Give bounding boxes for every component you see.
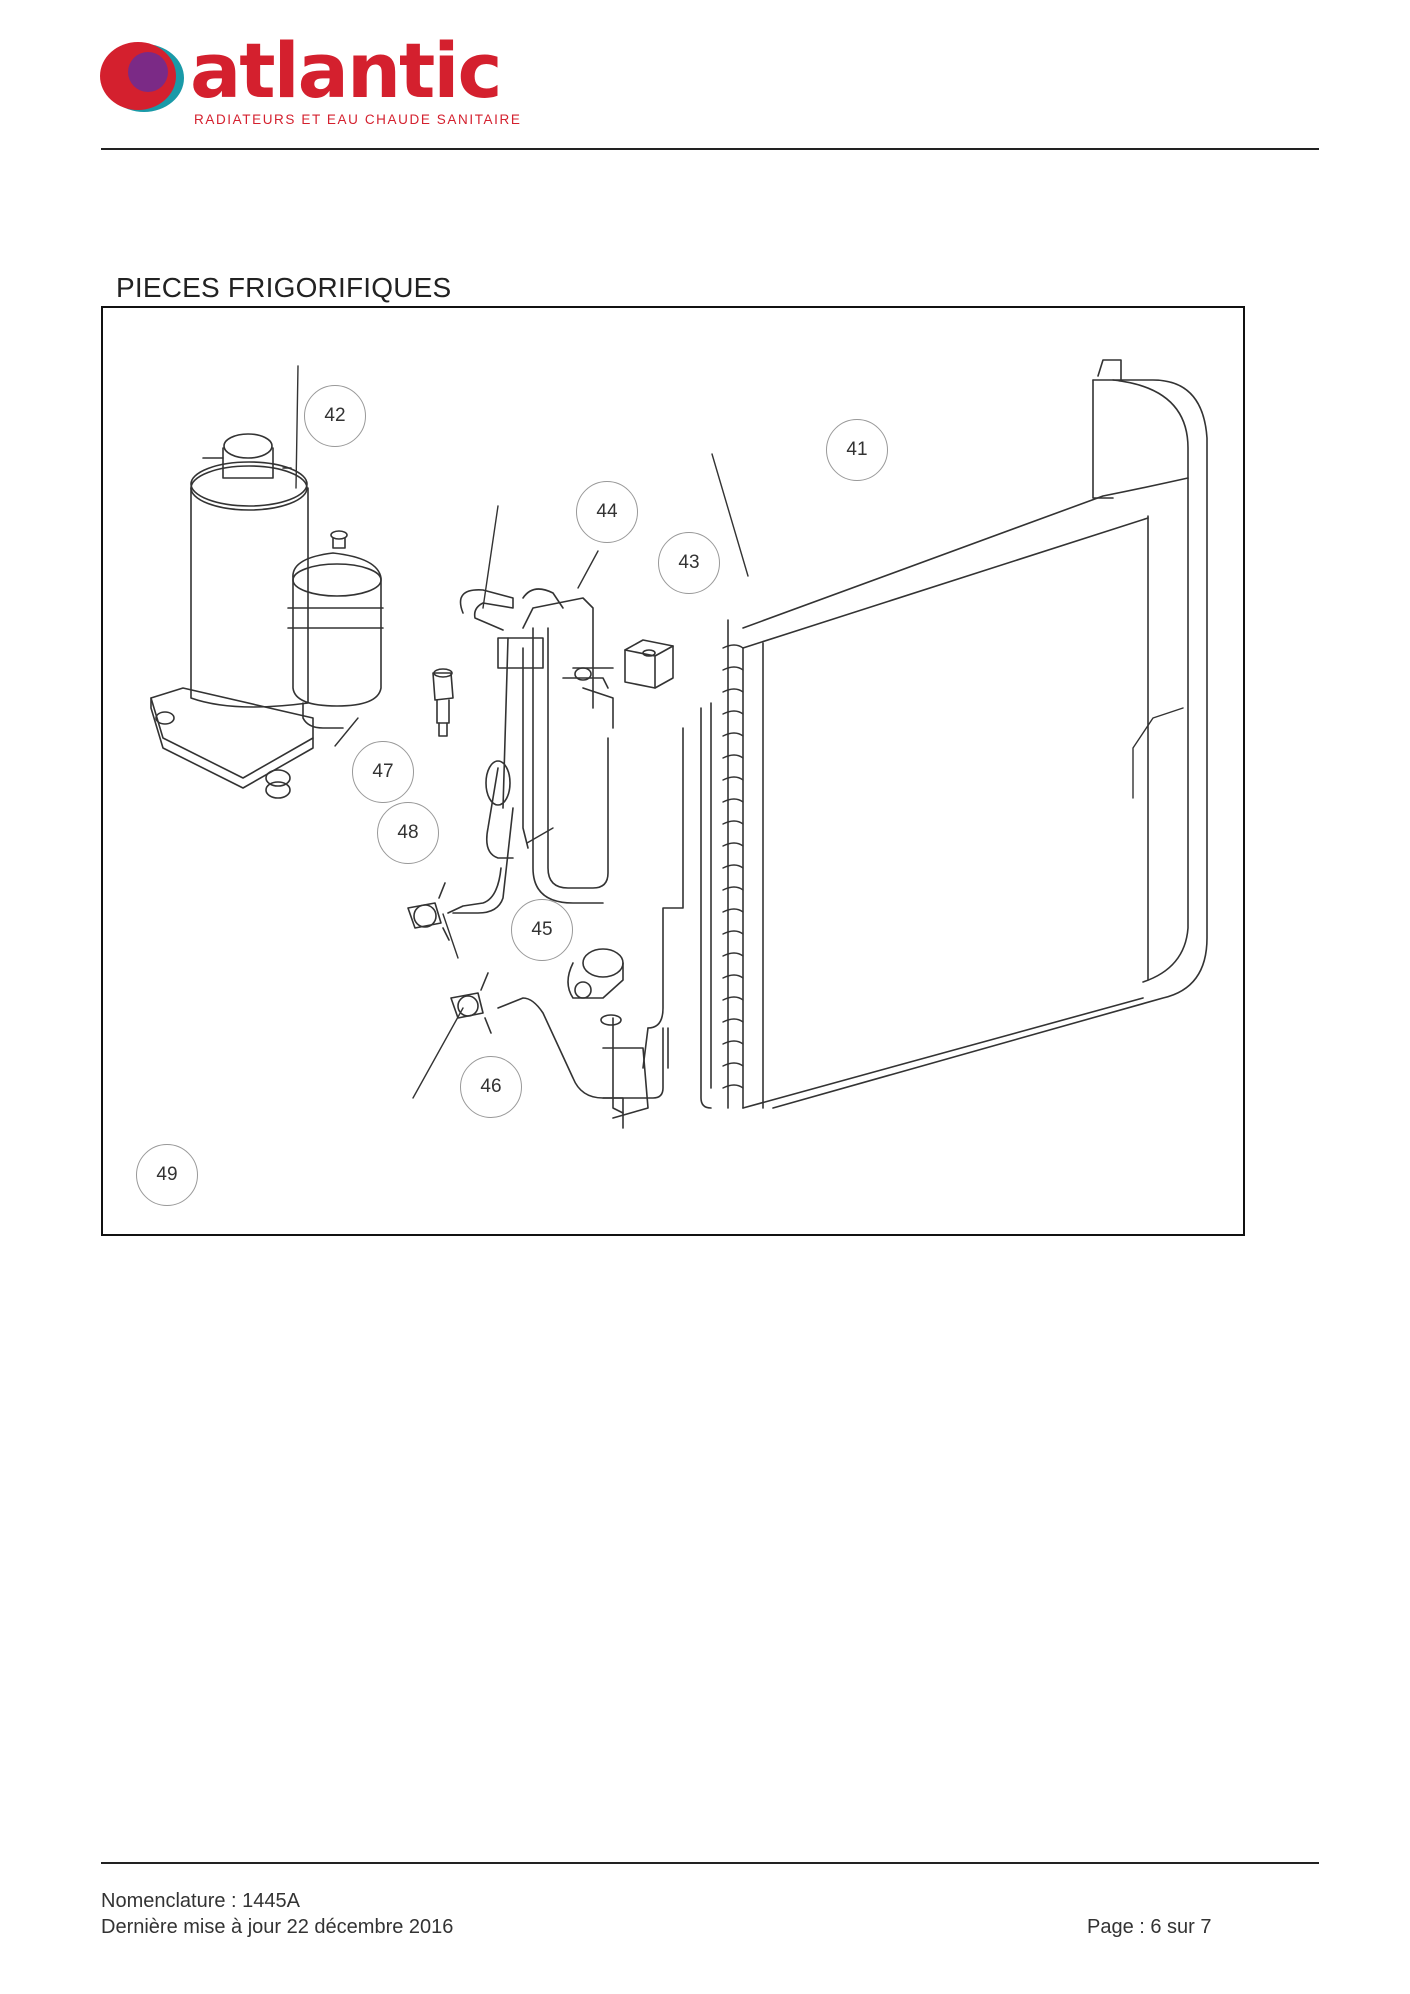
service-valve-drawing [407,867,502,941]
condenser-coil-drawing [647,359,1208,1109]
compressor-drawing [150,433,384,799]
expansion-valve-drawing [450,972,669,1129]
callout-44: 44 [576,481,638,543]
footer-page-number: Page : 6 sur 7 [1087,1916,1212,1938]
parts-drawing [150,359,1208,1129]
leader-43 [577,550,599,589]
callout-41: 41 [826,419,888,481]
coil-cube-drawing [624,639,674,689]
pressure-switch-drawing [432,668,454,737]
callout-46: 46 [460,1056,522,1118]
footer-nomenclature: Nomenclature : 1445A [101,1890,301,1912]
callout-49: 49 [136,1144,198,1206]
brand-wordmark: atlantic [190,26,502,115]
logo-mark-icon [100,42,184,112]
footer-rule [101,1862,1319,1864]
footer-updated: Dernière mise à jour 22 décembre 2016 [101,1916,454,1938]
leader-47 [334,717,359,747]
leader-45 [442,913,459,959]
parts-diagram: 42 41 44 43 47 48 45 46 49 [101,306,1245,1236]
callout-43: 43 [658,532,720,594]
brand-tagline: RADIATEURS ET EAU CHAUDE SANITAIRE [194,112,522,127]
callout-47: 47 [352,741,414,803]
callout-45: 45 [511,899,573,961]
callout-48: 48 [377,802,439,864]
leader-48 [526,827,554,844]
leader-42 [295,365,299,489]
callout-42: 42 [304,385,366,447]
leader-44 [482,505,499,609]
brand-logo: atlantic RADIATEURS ET EAU CHAUDE SANITA… [98,26,522,130]
leader-41 [711,453,749,577]
solenoid-coil-drawing [567,948,624,999]
section-title: PIECES FRIGORIFIQUES [116,272,452,303]
leader-46 [412,1007,464,1099]
four-way-valve-drawing [452,588,614,914]
header-rule [101,148,1319,150]
